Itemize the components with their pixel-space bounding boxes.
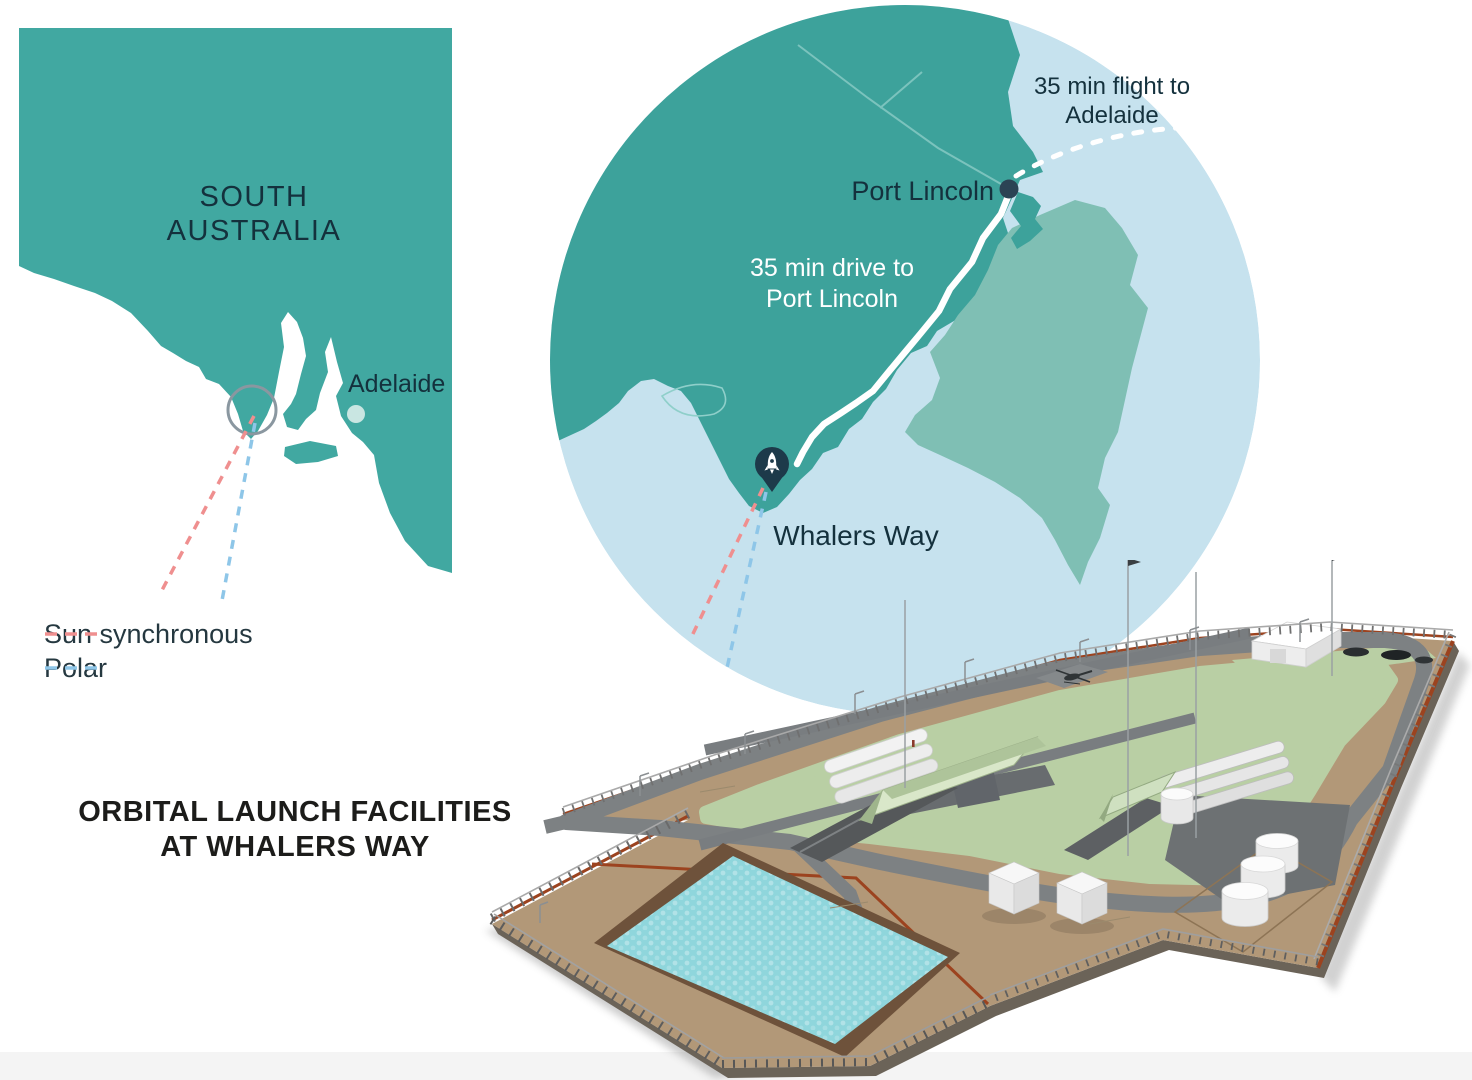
port-lincoln-headland-shape (1010, 192, 1043, 249)
state-map (19, 28, 452, 607)
eyre-peninsula-shape (550, 5, 1043, 513)
drive-route (793, 190, 1013, 468)
facility-caption: ORBITAL LAUNCH FACILITIES AT WHALERS WAY (78, 796, 512, 863)
adelaide-dot (347, 405, 365, 423)
lightning-masts (904, 560, 1333, 856)
storage-tank-1 (1221, 882, 1269, 927)
mast-flag-1 (1128, 560, 1141, 566)
port-lincoln-label: Port Lincoln (851, 176, 994, 206)
legend-row-sun-synchronous: Sun synchronous (44, 617, 253, 651)
park-boundary (660, 383, 727, 417)
sun-synchronous-trajectory-inset (688, 487, 765, 641)
whalers-way-label: Whalers Way (773, 520, 939, 551)
light-poles (539, 618, 1310, 923)
sun-synchronous-trajectory (158, 415, 256, 595)
port-lincoln-dot (999, 179, 1019, 199)
mast-flag-2 (1332, 560, 1335, 561)
perimeter-fence (489, 621, 1457, 1068)
whalers-way-pin-tip (756, 470, 788, 492)
flame-trench-east (1064, 798, 1172, 860)
survey-marks (699, 785, 1131, 925)
parked-cars (1343, 647, 1433, 664)
state-map-title: SOUTH AUSTRALIA (166, 181, 342, 247)
cube-building-2 (1050, 871, 1114, 934)
person-figure (912, 740, 915, 747)
wedge-building-west-gable (860, 790, 883, 824)
cube-building-1 (982, 861, 1046, 924)
pool-water-texture (607, 856, 948, 1044)
storage-tank-center (1160, 787, 1194, 825)
offshore-island-shape (905, 200, 1148, 585)
kangaroo-island-shape (284, 441, 338, 464)
minor-road (797, 44, 1009, 189)
cylinder-rack-west (824, 728, 939, 804)
legend-label-sun-synchronous: Sun synchronous (44, 618, 253, 649)
helicopter (1055, 669, 1093, 685)
sun-synchronous-dash-icon (45, 632, 105, 636)
shadow-right (1320, 652, 1470, 992)
legend-row-polar: Polar (44, 651, 253, 685)
polar-trajectory (219, 422, 257, 607)
drive-time-note: 35 min drive to Port Lincoln (750, 254, 914, 313)
launch-site-ring (226, 384, 278, 436)
wedge-building-west-back (883, 737, 1046, 799)
south-australia-shape (19, 28, 452, 573)
polar-trajectory-inset (725, 491, 768, 669)
rocket-icon (764, 452, 780, 474)
polar-dash-icon (45, 666, 105, 670)
flight-time-note: 35 min flight to Adelaide (1033, 73, 1191, 129)
facility-render (485, 560, 1470, 1078)
axial-road-north (703, 627, 1252, 756)
adelaide-label: Adelaide (348, 370, 446, 398)
inset-map (550, 5, 1260, 715)
wedge-building-east-gable (1100, 794, 1113, 822)
trajectory-legend: Sun synchronous Polar (44, 617, 253, 685)
